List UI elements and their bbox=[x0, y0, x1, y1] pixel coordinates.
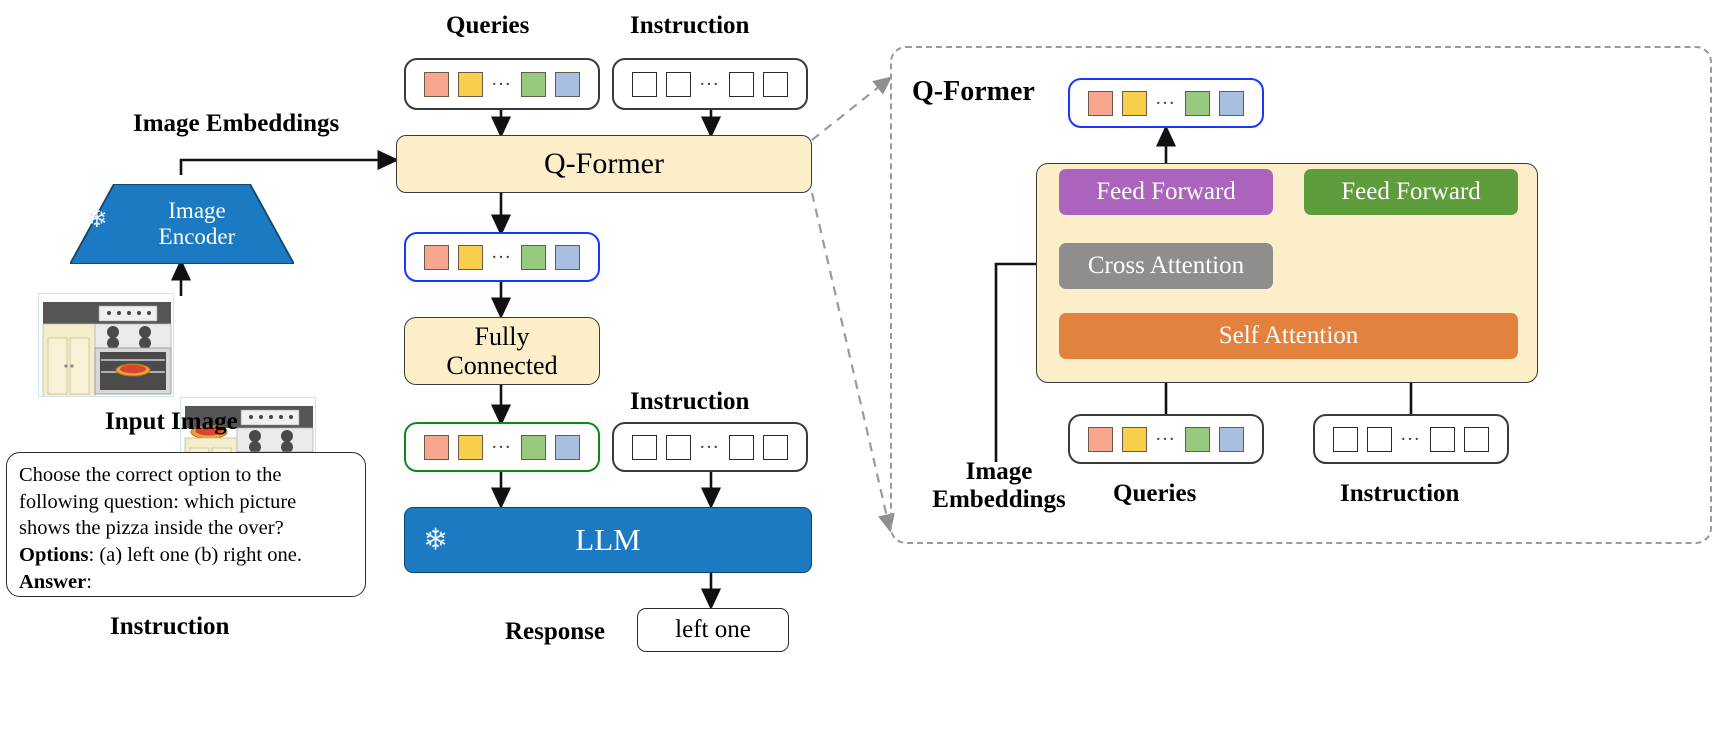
instruction-top-label: Instruction bbox=[630, 12, 750, 39]
token-swatch-1 bbox=[1087, 426, 1113, 452]
token-swatch-1 bbox=[423, 244, 449, 270]
token-swatch-1 bbox=[423, 434, 449, 460]
image-encoder-block[interactable]: ❄ Image Encoder bbox=[70, 184, 294, 264]
ellipsis: ... bbox=[699, 432, 721, 453]
queries-label: Queries bbox=[446, 12, 530, 39]
panel-queries-label: Queries bbox=[1113, 480, 1197, 507]
panel-title: Q-Former bbox=[912, 76, 1035, 107]
panel-output-token-row[interactable]: ... bbox=[1068, 78, 1264, 128]
snowflake-icon: ❄ bbox=[423, 523, 449, 557]
instruction-options-line: Options: (a) left one (b) right one. bbox=[19, 542, 353, 569]
answer-value: : bbox=[86, 570, 92, 593]
token-swatch-2 bbox=[1121, 426, 1147, 452]
token-swatch-4 bbox=[555, 71, 581, 97]
ellipsis: ... bbox=[699, 69, 721, 90]
label-line-2: Embeddings bbox=[932, 486, 1066, 513]
cross-attention-block[interactable]: Cross Attention bbox=[1059, 243, 1273, 289]
token-swatch-1 bbox=[1087, 90, 1113, 116]
qformer-block[interactable]: Q-Former bbox=[396, 135, 812, 193]
token-swatch-1 bbox=[423, 71, 449, 97]
self-attention-block[interactable]: Self Attention bbox=[1059, 313, 1518, 359]
token-swatch-3 bbox=[1185, 426, 1211, 452]
instruction-token-4 bbox=[763, 434, 789, 460]
token-strip: ... bbox=[1068, 414, 1264, 464]
token-swatch-4 bbox=[1219, 90, 1245, 116]
token-strip: ... bbox=[612, 58, 808, 110]
token-swatch-4 bbox=[1219, 426, 1245, 452]
instruction-line-2: following question: which picture bbox=[19, 490, 297, 513]
panel-image-embeddings-label: Image Embeddings bbox=[916, 458, 1082, 514]
panel-instruction-label: Instruction bbox=[1340, 480, 1460, 507]
token-strip: ... bbox=[404, 422, 600, 472]
fc-line-1: Fully bbox=[474, 321, 530, 351]
panel-queries-token-row[interactable]: ... bbox=[1068, 414, 1264, 464]
encoder-line-1: Image bbox=[168, 198, 226, 223]
token-strip: ... bbox=[1313, 414, 1509, 464]
instruction-token-1 bbox=[631, 71, 657, 97]
image-embeddings-label: Image Embeddings bbox=[133, 110, 340, 137]
token-swatch-3 bbox=[521, 244, 547, 270]
instruction-line-1: Choose the correct option to the bbox=[19, 464, 282, 486]
response-label: Response bbox=[505, 618, 606, 645]
options-value: : (a) left one (b) right one. bbox=[88, 543, 302, 566]
feed-forward-left[interactable]: Feed Forward bbox=[1059, 169, 1273, 215]
token-swatch-4 bbox=[555, 244, 581, 270]
ellipsis: ... bbox=[491, 69, 513, 90]
options-label: Options bbox=[19, 543, 89, 566]
ellipsis: ... bbox=[491, 242, 513, 263]
label-line-1: Image bbox=[965, 458, 1033, 485]
response-value: left one bbox=[637, 608, 789, 652]
instruction-token-1 bbox=[1332, 426, 1358, 452]
qformer-output-token-row[interactable]: ... bbox=[404, 232, 600, 282]
token-swatch-2 bbox=[457, 434, 483, 460]
token-strip: ... bbox=[612, 422, 808, 472]
token-swatch-3 bbox=[521, 71, 547, 97]
ellipsis: ... bbox=[1155, 424, 1177, 445]
llm-block[interactable]: ❄ LLM bbox=[404, 507, 812, 573]
token-swatch-3 bbox=[521, 434, 547, 460]
token-strip: ... bbox=[404, 58, 600, 110]
instruction-token-3 bbox=[1430, 426, 1456, 452]
ellipsis: ... bbox=[491, 432, 513, 453]
instruction-token-row-mid[interactable]: ... bbox=[612, 422, 808, 472]
instruction-token-2 bbox=[1366, 426, 1392, 452]
instruction-token-4 bbox=[763, 71, 789, 97]
token-swatch-4 bbox=[555, 434, 581, 460]
instruction-token-4 bbox=[1464, 426, 1490, 452]
instruction-line-3: shows the pizza inside the over? bbox=[19, 517, 284, 540]
fc-line-2: Connected bbox=[446, 351, 558, 380]
encoder-line-2: Encoder bbox=[158, 223, 236, 249]
llm-label: LLM bbox=[575, 522, 641, 557]
instruction-token-2 bbox=[665, 434, 691, 460]
fully-connected-block[interactable]: Fully Connected bbox=[404, 317, 600, 385]
instruction-mid-label: Instruction bbox=[630, 388, 750, 415]
snowflake-icon: ❄ bbox=[86, 204, 108, 233]
instruction-token-row-top[interactable]: ... bbox=[612, 58, 808, 110]
input-image-label: Input Image bbox=[105, 408, 238, 435]
instruction-answer-line: Answer: bbox=[19, 569, 353, 596]
projected-token-row[interactable]: ... bbox=[404, 422, 600, 472]
instruction-textbox: Choose the correct option to the followi… bbox=[6, 452, 366, 597]
token-swatch-2 bbox=[1121, 90, 1147, 116]
ellipsis: ... bbox=[1155, 88, 1177, 109]
ellipsis: ... bbox=[1400, 424, 1422, 445]
instruction-token-1 bbox=[631, 434, 657, 460]
input-image-left[interactable] bbox=[38, 293, 174, 397]
queries-token-row[interactable]: ... bbox=[404, 58, 600, 110]
panel-instruction-token-row[interactable]: ... bbox=[1313, 414, 1509, 464]
token-swatch-2 bbox=[457, 244, 483, 270]
token-swatch-3 bbox=[1185, 90, 1211, 116]
encoder-shape bbox=[70, 184, 294, 264]
instruction-token-2 bbox=[665, 71, 691, 97]
token-swatch-2 bbox=[457, 71, 483, 97]
instruction-token-3 bbox=[729, 434, 755, 460]
answer-label: Answer bbox=[19, 570, 87, 593]
token-strip: ... bbox=[404, 232, 600, 282]
feed-forward-right[interactable]: Feed Forward bbox=[1304, 169, 1518, 215]
instruction-bottom-label: Instruction bbox=[110, 613, 230, 640]
qformer-detail-panel bbox=[890, 46, 1712, 544]
token-strip: ... bbox=[1068, 78, 1264, 128]
instruction-token-3 bbox=[729, 71, 755, 97]
